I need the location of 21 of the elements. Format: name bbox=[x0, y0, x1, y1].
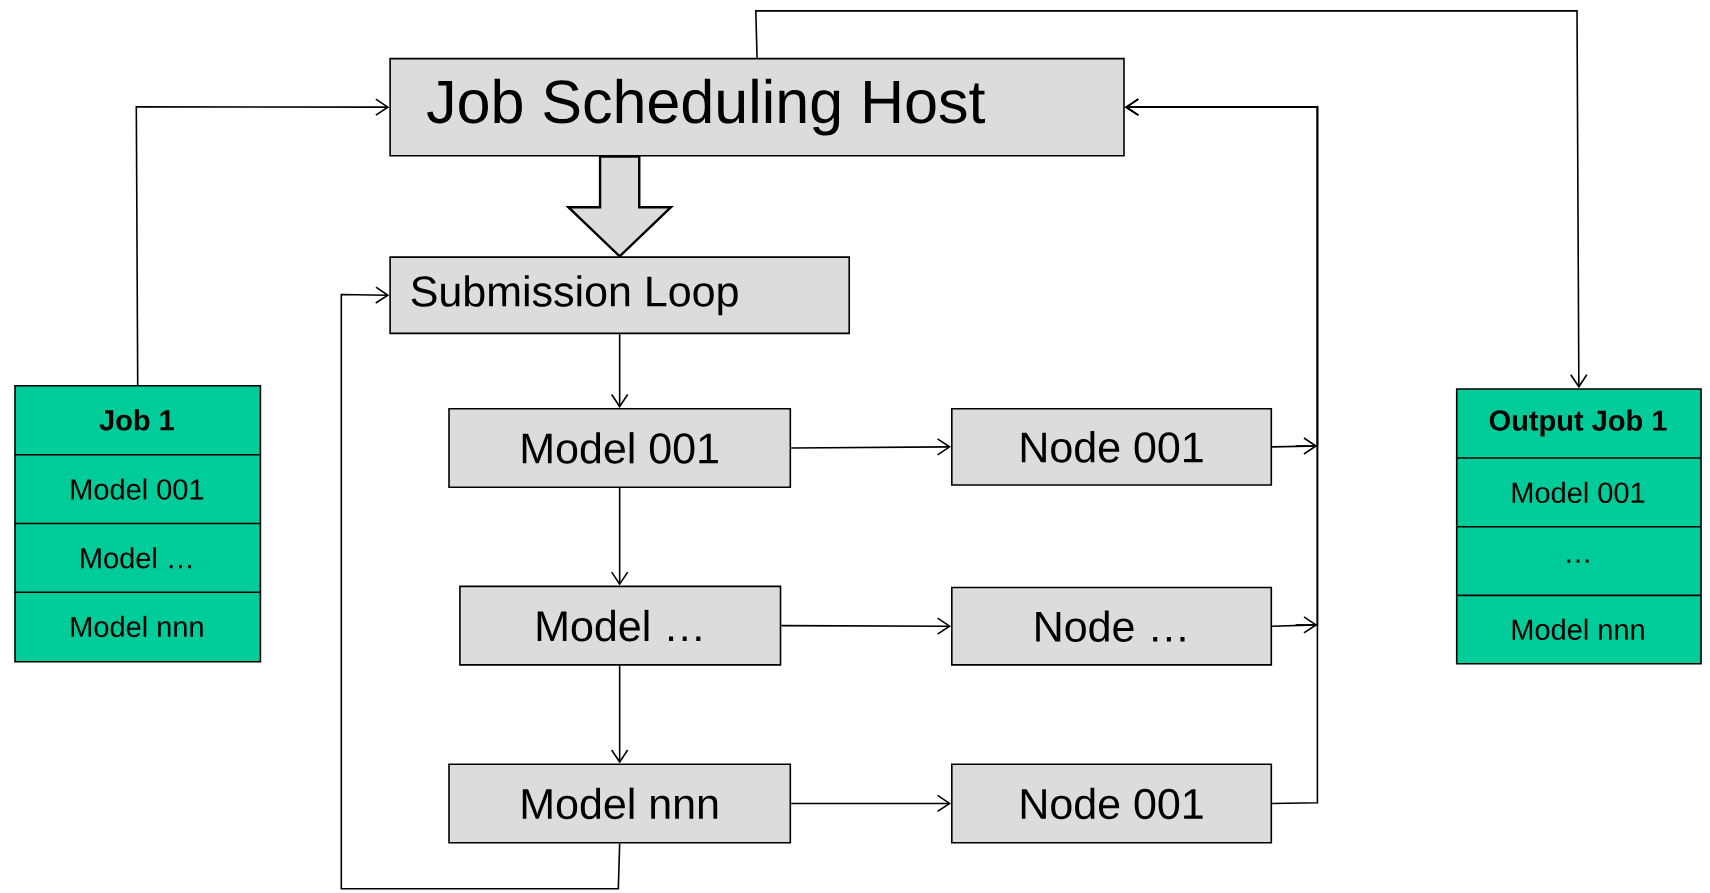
arrow bbox=[610, 333, 629, 408]
block-arrow bbox=[565, 155, 674, 258]
process-box: Node 001 bbox=[951, 763, 1273, 844]
arrow bbox=[780, 617, 951, 635]
process-box: Model … bbox=[459, 585, 782, 666]
arrow bbox=[1124, 98, 1319, 805]
arrow bbox=[610, 664, 629, 764]
process-box: Node … bbox=[951, 586, 1273, 666]
arrow bbox=[340, 286, 621, 890]
table: Output Job 1 Model 001 … Model nnn bbox=[1455, 388, 1702, 665]
process-box: Model nnn bbox=[448, 763, 792, 844]
arrow bbox=[790, 438, 951, 456]
arrow bbox=[610, 487, 629, 586]
arrow bbox=[135, 98, 390, 386]
table: Job 1 Model 001 Model … Model nnn bbox=[13, 385, 262, 663]
process-box: Job Scheduling Host bbox=[389, 57, 1125, 157]
process-box: Node 001 bbox=[951, 407, 1273, 486]
arrow bbox=[790, 794, 951, 813]
process-box: Model 001 bbox=[448, 407, 792, 488]
process-box: Submission Loop bbox=[389, 256, 850, 335]
arrow bbox=[755, 10, 1588, 389]
